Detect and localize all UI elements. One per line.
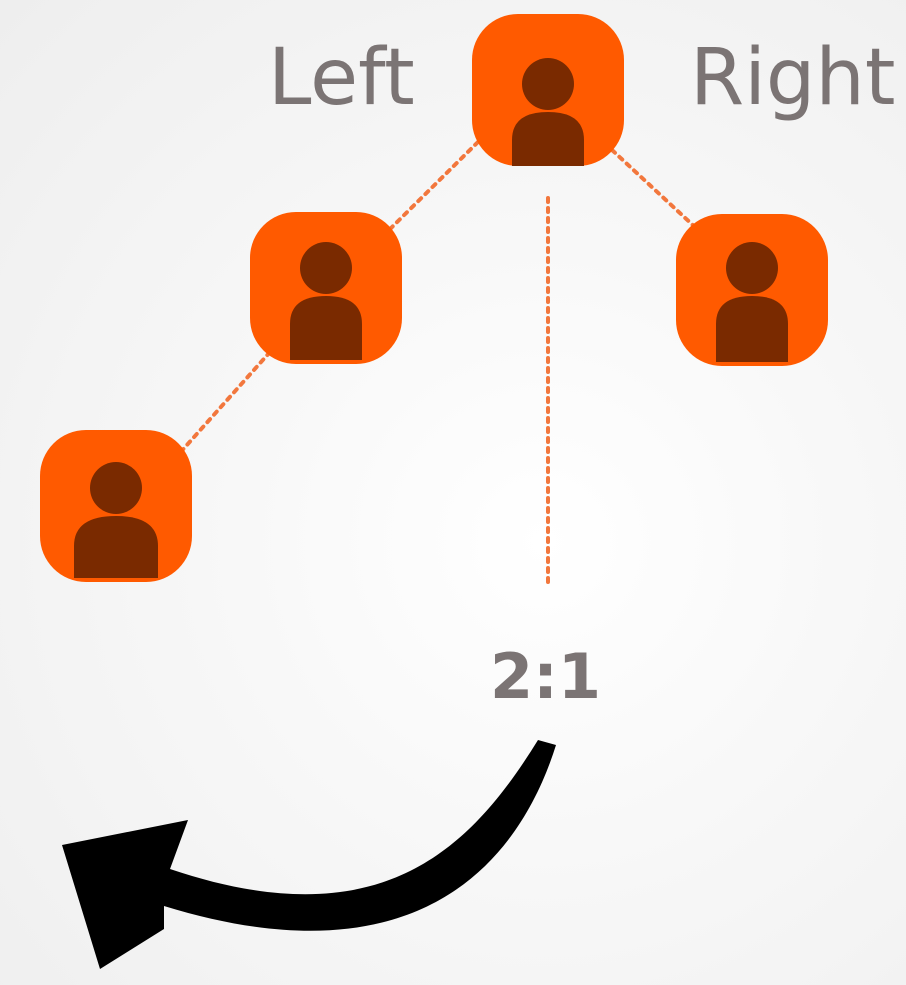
curved-arrow-icon: [62, 740, 556, 969]
person-node-left-grandchild: [40, 430, 192, 582]
ratio-label: 2:1: [490, 640, 601, 713]
person-icon: [512, 58, 584, 166]
right-label: Right: [690, 33, 895, 123]
person-node-left-child: [250, 212, 402, 364]
person-node-right-child: [676, 214, 828, 366]
person-icon: [290, 242, 362, 360]
connector-left-grandchild: [176, 350, 272, 457]
person-icon: [74, 462, 158, 578]
connector-root-right: [610, 148, 698, 230]
connectors: [176, 140, 698, 587]
person-icon: [716, 242, 788, 362]
left-label: Left: [268, 33, 415, 123]
person-node-root: [472, 14, 624, 166]
connector-root-left: [383, 140, 480, 236]
